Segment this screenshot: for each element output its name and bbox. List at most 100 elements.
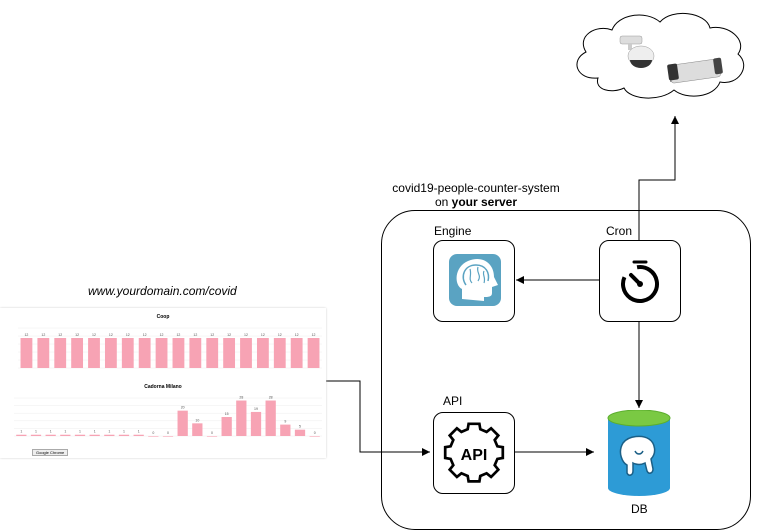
data-label: 1 (94, 430, 96, 434)
data-label: 0 (314, 431, 316, 435)
data-label: 12 (41, 333, 45, 337)
cameras-cloud (576, 12, 745, 99)
data-label: 12 (92, 333, 96, 337)
data-label: 12 (278, 333, 282, 337)
timer-icon (621, 260, 659, 303)
data-label: 9 (284, 420, 286, 424)
data-label: 12 (312, 333, 316, 337)
bar (155, 338, 168, 368)
bullet-camera-icon (667, 57, 723, 84)
bar (223, 338, 236, 368)
data-label: 10 (195, 418, 199, 422)
bar (118, 434, 130, 436)
data-label: 1 (108, 430, 110, 434)
data-label: 12 (75, 333, 79, 337)
data-label: 1 (35, 430, 37, 434)
chart2-title: Cadorna Milano (144, 384, 182, 390)
bar (104, 338, 117, 368)
bar (16, 434, 27, 436)
bar (250, 411, 262, 436)
bar (45, 434, 56, 436)
bar (236, 400, 247, 436)
bar (162, 436, 174, 437)
data-label: 1 (123, 430, 125, 434)
bar (240, 338, 252, 368)
bar (309, 436, 320, 437)
bar (37, 338, 50, 368)
data-label: 12 (261, 333, 265, 337)
bar (256, 338, 269, 368)
bar (133, 434, 144, 436)
bar (290, 338, 303, 368)
api-icon-text: API (461, 447, 488, 464)
data-label: 1 (20, 430, 22, 434)
chart1-plot: 12 12 12 12 12 12 12 12 12 12 12 12 12 12 12 12 12 12 (18, 327, 322, 369)
data-label: 12 (227, 333, 231, 337)
data-label: 19 (254, 407, 258, 411)
bar (30, 434, 42, 436)
data-label: 28 (239, 396, 243, 400)
api-label: API (443, 394, 463, 408)
data-label: 12 (176, 333, 180, 337)
bar (104, 434, 115, 436)
bar (54, 338, 67, 368)
api-gear-icon: API (443, 422, 505, 483)
data-label: 12 (193, 333, 197, 337)
bar (206, 436, 218, 437)
bar (121, 338, 134, 368)
data-label: 15 (225, 412, 229, 416)
bar (307, 338, 320, 368)
data-label: 1 (50, 430, 52, 434)
data-label: 5 (299, 425, 301, 429)
data-label: 0 (152, 431, 154, 435)
cron-label: Cron (606, 224, 633, 238)
data-label: 0 (211, 431, 213, 435)
cron-node[interactable] (599, 240, 681, 322)
data-label: 1 (64, 430, 66, 434)
api-node[interactable]: API (433, 412, 515, 494)
bar (273, 338, 286, 368)
data-label: 12 (160, 333, 164, 337)
data-label: 12 (210, 333, 214, 337)
brain-head-icon (449, 254, 501, 306)
engine-node[interactable] (433, 240, 515, 322)
bar (172, 338, 185, 368)
engine-label: Engine (434, 224, 472, 238)
bar (280, 424, 291, 436)
bar (20, 338, 33, 368)
website-url[interactable]: www.yourdomain.com/covid (88, 284, 237, 298)
data-label: 12 (295, 333, 299, 337)
data-label: 12 (24, 333, 28, 337)
website-to-api-arrow (326, 380, 430, 456)
bar (294, 429, 306, 436)
cloud-shape (576, 12, 745, 99)
data-label: 20 (181, 406, 185, 410)
bar (189, 338, 202, 368)
chart1-title: Coop (156, 314, 170, 320)
system-title: covid19-people-counter-system on your se… (392, 181, 560, 209)
bar (148, 436, 159, 437)
data-label: 12 (58, 333, 62, 337)
server-container (381, 210, 751, 530)
postgresql-database-icon[interactable] (602, 410, 676, 498)
bar (206, 338, 219, 368)
data-label: 1 (138, 430, 140, 434)
data-label: 12 (244, 333, 248, 337)
dome-camera-icon (619, 35, 655, 68)
data-label: 12 (109, 333, 113, 337)
bar (265, 400, 276, 436)
data-label: 28 (269, 396, 273, 400)
bar (138, 338, 151, 368)
bar (74, 434, 86, 436)
bar (89, 434, 100, 436)
bar (71, 338, 84, 368)
chrome-button[interactable]: Google Chrome (32, 449, 69, 456)
data-label: 1 (79, 430, 81, 434)
data-label: 0 (167, 431, 169, 435)
data-label: 12 (126, 333, 130, 337)
bar (60, 434, 71, 436)
bar (192, 423, 203, 436)
data-label: 12 (143, 333, 147, 337)
